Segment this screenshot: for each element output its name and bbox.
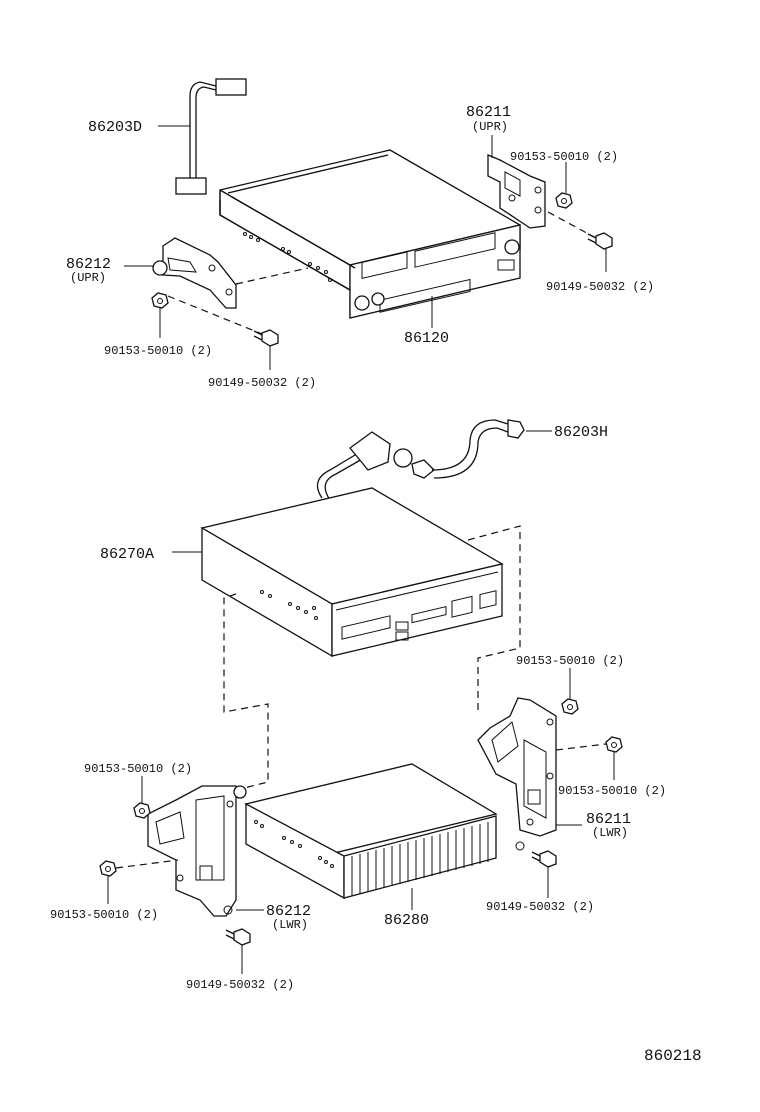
bracket-86211-upper xyxy=(487,154,546,229)
label-90153-low-right: 90153-50010 (2) xyxy=(558,784,666,798)
label-90153-low-left-a: 90153-50010 (2) xyxy=(84,762,192,776)
dash-outline-left xyxy=(223,593,269,791)
label-86203D: 86203D xyxy=(88,119,142,136)
amplifier-86280 xyxy=(244,763,498,900)
label-86270A: 86270A xyxy=(100,546,154,563)
label-86211-upr-sub: (UPR) xyxy=(472,120,508,134)
dash-line-left-nut xyxy=(115,859,179,869)
label-86211-lwr: 86211 xyxy=(586,811,631,828)
dash-line-right-nut xyxy=(555,743,607,751)
label-90153-low-left-b: 90153-50010 (2) xyxy=(50,908,158,922)
label-90153-top: 90153-50010 (2) xyxy=(510,150,618,164)
label-90149-top-right: 90149-50032 (2) xyxy=(546,280,654,294)
bolt-90149-low-left xyxy=(225,928,251,946)
bolt-90149-top-right xyxy=(587,232,613,250)
label-86203H: 86203H xyxy=(554,424,608,441)
nut-90153-mid-right xyxy=(561,698,579,715)
label-90153-top-left: 90153-50010 (2) xyxy=(104,344,212,358)
label-90153-mid-right: 90153-50010 (2) xyxy=(516,654,624,668)
radio-receiver-86120 xyxy=(219,149,521,319)
nut-90153-low-left-b xyxy=(99,860,117,877)
label-86212-lwr: 86212 xyxy=(266,903,311,920)
dash-line-top-left-2 xyxy=(167,295,263,335)
nut-90153-low-left-a xyxy=(133,802,151,819)
bracket-86211-lower xyxy=(477,697,557,851)
cable-86203H xyxy=(316,419,525,501)
wire-harness-86203D xyxy=(175,78,247,195)
nut-90153-low-right xyxy=(605,736,623,753)
dash-line-top-left xyxy=(235,267,309,285)
label-86280: 86280 xyxy=(384,912,429,929)
cd-changer-86270A xyxy=(200,487,504,658)
heat-sink-fins xyxy=(351,822,489,896)
nut-90153-top-right xyxy=(555,192,573,209)
bracket-86212-lower xyxy=(147,785,247,917)
label-90149-low-left: 90149-50032 (2) xyxy=(186,978,294,992)
bracket-86212-upper xyxy=(152,237,237,309)
nut-90153-top-left xyxy=(151,292,169,309)
label-86212-upr-sub: (UPR) xyxy=(70,271,106,285)
diagram-id: 860218 xyxy=(644,1047,702,1065)
label-90149-low-right: 90149-50032 (2) xyxy=(486,900,594,914)
label-86120: 86120 xyxy=(404,330,449,347)
dash-line-top-right xyxy=(547,211,597,239)
label-86212-upr: 86212 xyxy=(66,256,111,273)
bolt-90149-low-right xyxy=(531,850,557,868)
bolt-90149-top-left xyxy=(253,329,279,347)
label-86211-lwr-sub: (LWR) xyxy=(592,826,628,840)
label-86212-lwr-sub: (LWR) xyxy=(272,918,308,932)
label-90149-top-left: 90149-50032 (2) xyxy=(208,376,316,390)
label-86211-upr: 86211 xyxy=(466,104,511,121)
